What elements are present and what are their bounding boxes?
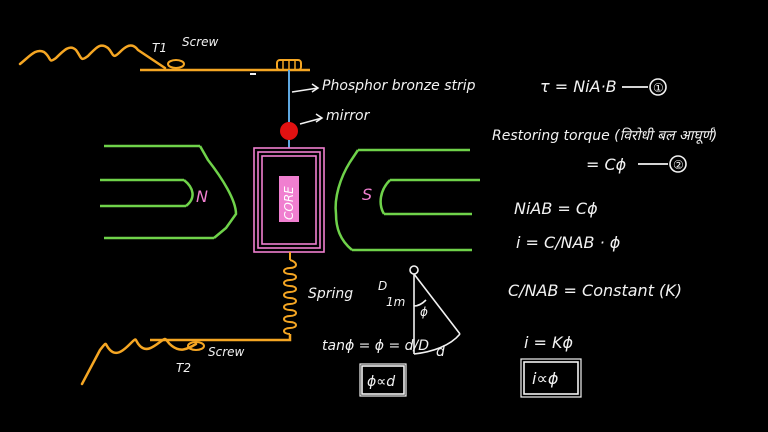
core-block	[279, 176, 299, 222]
boxed-left-frame	[361, 365, 405, 395]
mirror-label-group: mirror	[299, 108, 371, 125]
south-pole-magnet	[334, 148, 480, 252]
constant-expression: C/NAB = Constant (K)	[508, 281, 682, 300]
scale-1m-label: 1m	[386, 295, 405, 309]
north-pole-label: N	[196, 187, 208, 206]
top-screw-coil	[18, 44, 167, 70]
bottom-terminal-label: T2	[176, 361, 191, 375]
bottom-terminal-knob	[187, 341, 205, 351]
strip-label-group: Phosphor bronze strip	[291, 78, 476, 94]
restoring-eq-number: ②	[673, 158, 684, 172]
mirror	[280, 122, 298, 140]
top-terminal-knob	[167, 59, 185, 69]
top-screw-group: T1 Screw	[18, 35, 310, 75]
tan-relation: tanϕ = ϕ = d/D	[322, 338, 429, 354]
bottom-lead-wire	[150, 334, 292, 342]
bottom-screw-label: Screw	[208, 345, 245, 359]
restoring-torque-equation: = Cϕ	[586, 155, 627, 174]
torque-eq-number: ①	[653, 81, 664, 95]
strip-label: Phosphor bronze strip	[322, 78, 476, 94]
scale-D-label: D	[378, 279, 387, 293]
torque-equation: τ = NiA·B	[540, 77, 617, 96]
north-pole-magnet	[100, 144, 238, 240]
suspension-head	[276, 59, 302, 71]
balance-equation: NiAB = Cϕ	[514, 199, 598, 218]
boxed-left-text: ϕ∝d	[367, 374, 395, 390]
bottom-screw-coil	[80, 337, 198, 386]
top-terminal-label: T1	[152, 41, 167, 55]
result-equation: i = Kϕ	[524, 333, 574, 352]
boxed-result-frame	[523, 361, 579, 395]
top-screw-label: Screw	[182, 35, 219, 49]
scale-phi-label: ϕ	[420, 305, 428, 319]
current-expression: i = C/NAB · ϕ	[516, 233, 621, 252]
restoring-torque-heading: Restoring torque (विरोधी बल आघूर्ण)	[492, 127, 717, 144]
spring-label: Spring	[308, 286, 353, 302]
spring	[283, 259, 297, 335]
south-pole-label: S	[362, 185, 372, 204]
core-label: CORE	[282, 186, 296, 220]
scale-d-label: d	[436, 344, 445, 360]
boxed-result-text: i∝ϕ	[532, 369, 559, 388]
mirror-label: mirror	[326, 108, 371, 124]
lamp-scale-sketch	[409, 265, 461, 355]
